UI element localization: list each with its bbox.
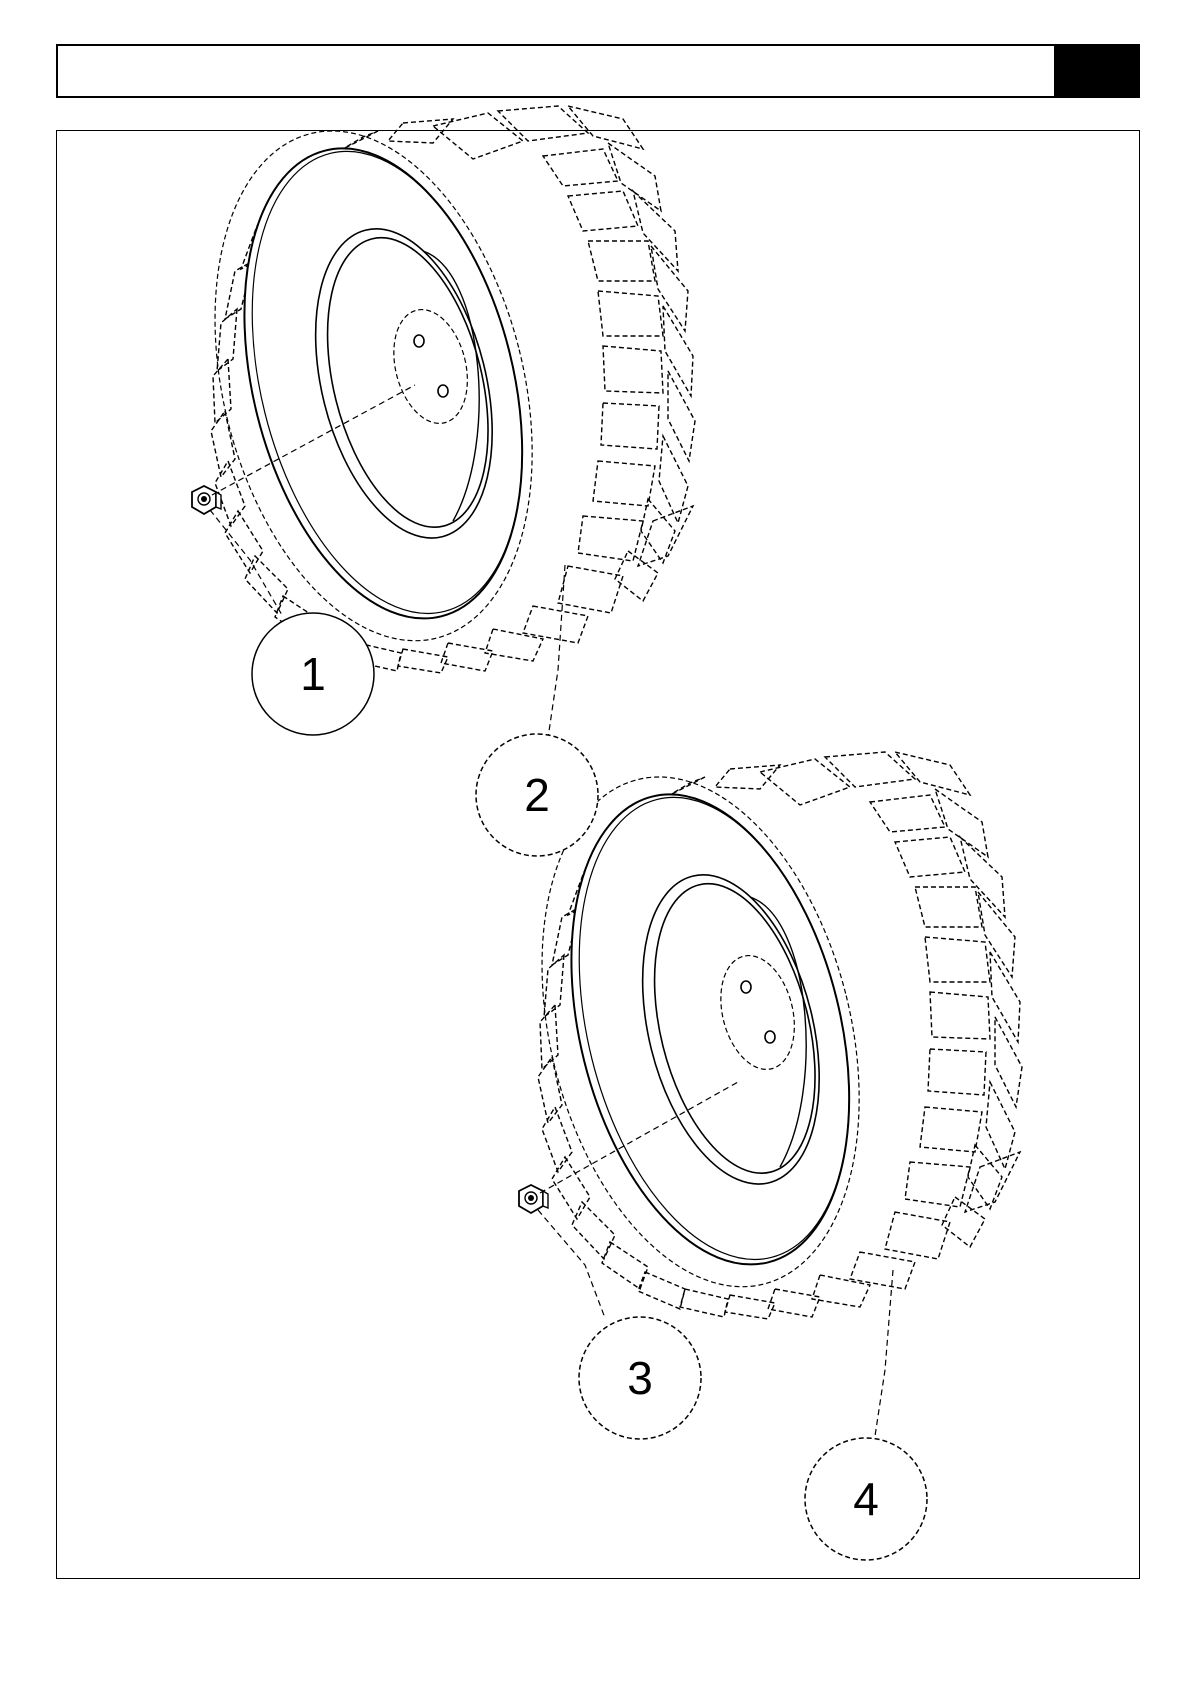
callout-2: 2 <box>476 734 598 856</box>
callout-1: 1 <box>252 613 374 735</box>
wheel-nut-upper <box>192 486 221 514</box>
callout-label-2: 2 <box>524 769 550 821</box>
callout-label-1: 1 <box>300 648 326 700</box>
wheel-nut-lower <box>519 1185 548 1213</box>
leader-line-4 <box>875 1270 893 1436</box>
leader-line-2 <box>548 565 565 738</box>
leader-line-3 <box>538 1210 605 1318</box>
callout-3: 3 <box>579 1317 701 1439</box>
leader-line-1 <box>210 510 282 615</box>
upper-wheel-assembly <box>165 97 695 674</box>
callout-4: 4 <box>805 1438 927 1560</box>
callout-label-4: 4 <box>853 1473 879 1525</box>
callout-label-3: 3 <box>627 1352 653 1404</box>
